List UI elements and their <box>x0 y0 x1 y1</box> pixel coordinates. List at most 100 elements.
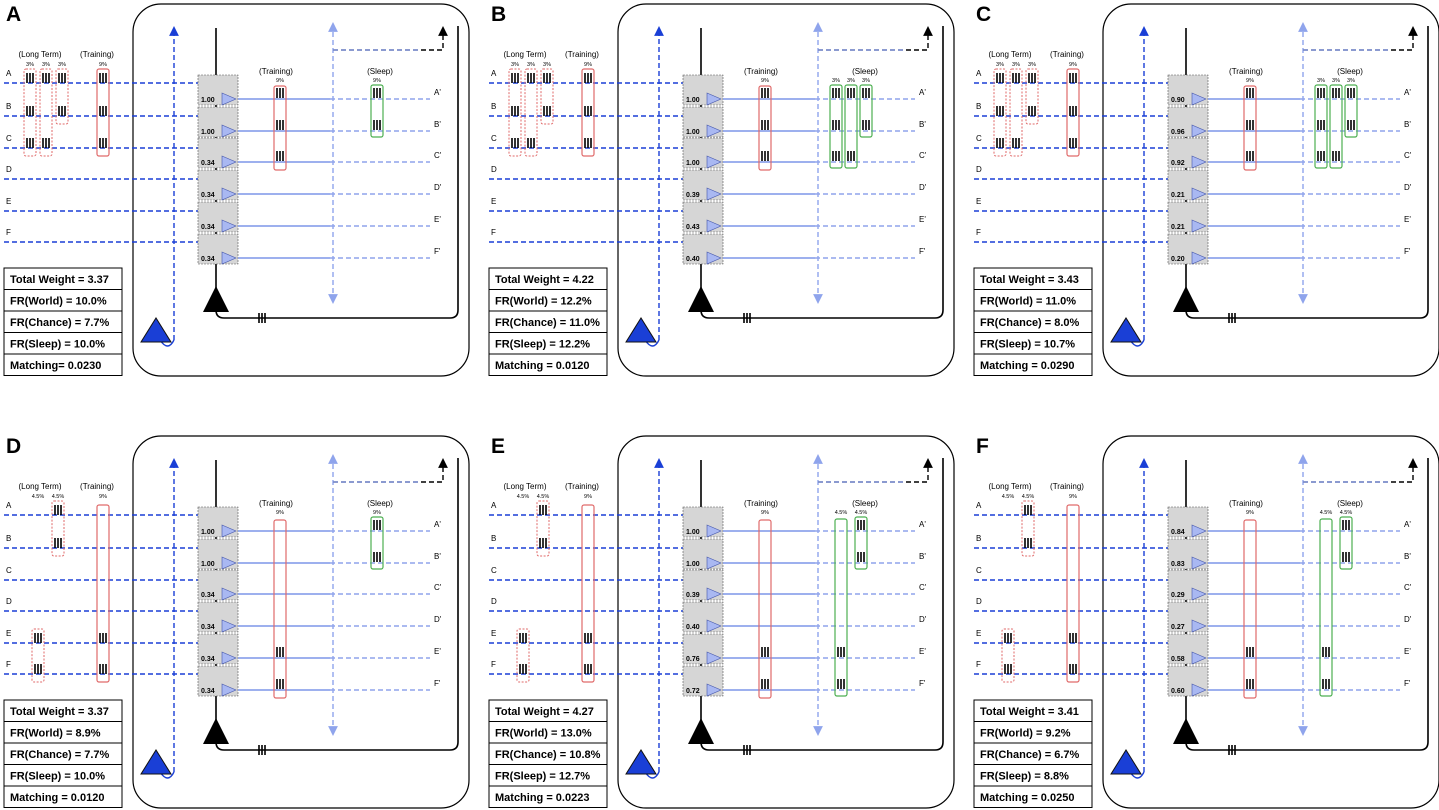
spike-tick <box>264 313 266 323</box>
synapse-weight: 1.00 <box>201 561 215 568</box>
axon-spike-ticks <box>1228 313 1236 323</box>
spike-tick <box>261 313 263 323</box>
training-pct: 9% <box>1246 510 1254 516</box>
long-term-spikes <box>996 73 1004 83</box>
stats-line: Total Weight = 3.43 <box>980 274 1079 286</box>
synapse-weight: 0.34 <box>201 224 215 231</box>
stats-line: Matching = 0.0120 <box>10 792 104 804</box>
spike-tick <box>57 505 59 515</box>
sleep-spikes <box>373 88 381 98</box>
synapse-weight: 0.34 <box>201 256 215 263</box>
input-label-b: B <box>6 102 11 111</box>
sleep-spikes <box>832 151 840 161</box>
main-neuron-axon <box>215 26 459 319</box>
sleep-label: (Sleep) <box>1337 499 1363 508</box>
long-term-pattern-box <box>524 68 538 157</box>
long-term-spikes <box>527 138 535 148</box>
output-synapse-arrow <box>1191 92 1207 106</box>
output-synapse-arrow <box>1191 124 1207 138</box>
spike-tick <box>379 552 381 562</box>
spike-tick <box>1345 520 1347 530</box>
spike-tick <box>1338 88 1340 98</box>
spike-tick <box>1010 633 1012 643</box>
input-label-f: F <box>491 660 496 669</box>
training-output-spikes <box>1246 88 1254 98</box>
long-term-pattern-box <box>1001 628 1015 683</box>
spike-tick <box>1342 520 1344 530</box>
spike-tick <box>1249 120 1251 130</box>
spike-tick <box>764 88 766 98</box>
stats-line: FR(Chance) = 11.0% <box>495 317 600 329</box>
sleep-spikes <box>1317 120 1325 130</box>
spike-tick <box>1252 679 1254 689</box>
stats-cell <box>973 785 1093 808</box>
synapse-weight: 0.21 <box>1171 224 1185 231</box>
spike-tick <box>840 647 842 657</box>
sleep-label: (Sleep) <box>367 499 393 508</box>
panel-letter: D <box>6 435 21 458</box>
spike-tick <box>1335 151 1337 161</box>
spike-tick <box>590 633 592 643</box>
spike-tick <box>282 151 284 161</box>
spike-tick <box>60 538 62 548</box>
long-term-pct: 3% <box>1028 62 1036 68</box>
spike-tick <box>1323 88 1325 98</box>
output-neuron-icon <box>688 286 714 312</box>
synapse-weight: 0.90 <box>1171 97 1185 104</box>
output-synapse-arrow <box>706 651 722 665</box>
spike-tick <box>1024 538 1026 548</box>
spike-tick <box>1323 151 1325 161</box>
output-synapse-arrow <box>221 683 237 697</box>
long-term-pattern-box <box>51 500 65 557</box>
synapse-weight: 1.00 <box>686 529 700 536</box>
spike-tick <box>1335 88 1337 98</box>
spike-tick <box>1332 88 1334 98</box>
sleep-spikes <box>373 552 381 562</box>
input-neuron-icon <box>1110 317 1142 343</box>
input-label-e: E <box>976 197 981 206</box>
spike-tick <box>1342 552 1344 562</box>
long-term-pct: 3% <box>58 62 66 68</box>
output-synapse-arrow <box>221 619 237 633</box>
spike-tick <box>511 106 513 116</box>
spike-tick <box>1252 88 1254 98</box>
spike-tick <box>519 633 521 643</box>
spike-tick <box>57 538 59 548</box>
spike-tick <box>99 106 101 116</box>
training-label-left: (Training) <box>565 482 599 491</box>
spike-tick <box>32 106 34 116</box>
spike-tick <box>102 73 104 83</box>
output-feedback-arrow <box>818 26 933 51</box>
long-term-spikes <box>34 633 42 643</box>
output-label-c-prime: C' <box>434 583 442 592</box>
input-label-f: F <box>491 228 496 237</box>
synapse-weight: 0.21 <box>1171 192 1185 199</box>
spike-tick <box>1246 679 1248 689</box>
spike-tick <box>519 664 521 674</box>
long-term-pct: 4.5% <box>1002 494 1015 500</box>
spike-tick <box>584 73 586 83</box>
spike-tick <box>832 88 834 98</box>
spike-tick <box>850 151 852 161</box>
long-term-spikes <box>26 138 34 148</box>
spike-tick <box>1031 73 1033 83</box>
spike-tick <box>1231 313 1233 323</box>
input-label-d: D <box>6 597 12 606</box>
panel-letter: C <box>976 3 991 26</box>
sleep-label: (Sleep) <box>852 67 878 76</box>
spike-tick <box>26 106 28 116</box>
training-output-box <box>273 85 287 171</box>
spike-tick <box>527 73 529 83</box>
sleep-spikes <box>1347 88 1355 98</box>
long-term-pct: 4.5% <box>537 494 550 500</box>
output-synapse-arrow <box>1191 155 1207 169</box>
panel-letter: A <box>6 3 21 26</box>
synapse-weight: 1.00 <box>201 129 215 136</box>
spike-tick <box>857 552 859 562</box>
spike-tick <box>1028 73 1030 83</box>
spike-tick <box>517 106 519 116</box>
spike-tick <box>99 633 101 643</box>
spike-tick <box>1007 633 1009 643</box>
long-term-spikes <box>539 505 547 515</box>
training-output-spikes <box>276 679 284 689</box>
